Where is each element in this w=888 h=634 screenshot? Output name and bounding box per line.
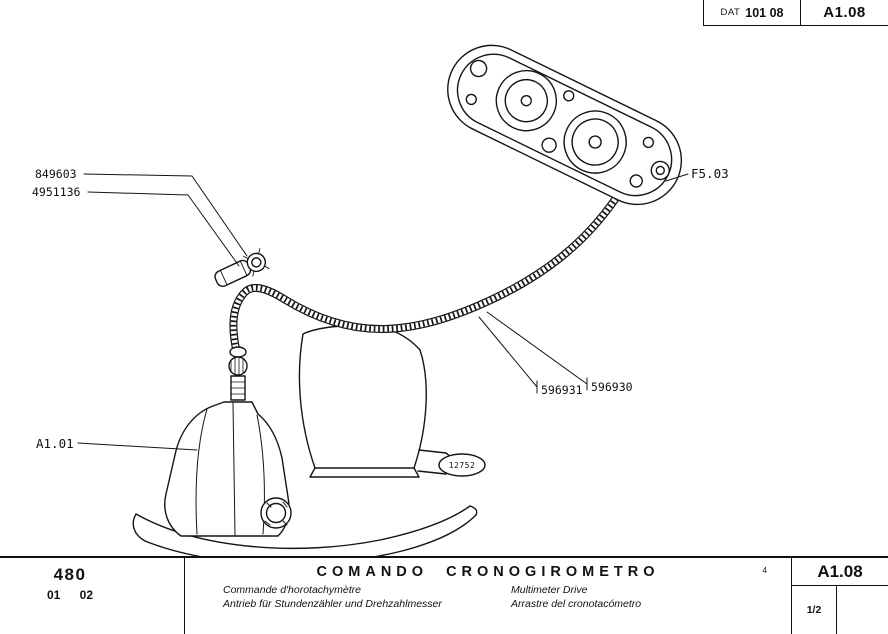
page-code-cell: A1.08 1/2 [791, 558, 888, 634]
title-french: Commande d'horotachymètre [223, 584, 361, 596]
instrument-panel [447, 44, 683, 206]
dat-value: 101 08 [745, 5, 784, 20]
part-badge [438, 453, 486, 477]
model-subcode: 01 02 [46, 588, 94, 602]
model-cell: 480 01 02 [0, 558, 185, 634]
drawing-title: COMANDO CRONOGIROMETRO [316, 564, 660, 580]
part-label-849603: 849603 [35, 167, 77, 181]
dat-cell: DAT 101 08 [704, 0, 801, 25]
footnote-number: 4 [762, 566, 767, 575]
title-block: 480 01 02 COMANDO CRONOGIROMETRO Command… [0, 556, 888, 634]
part-label-596931: 596931 [541, 383, 583, 397]
cable-connector [228, 346, 248, 401]
bell-housing [298, 324, 452, 478]
cable-clip-part [214, 248, 270, 287]
model-number: 480 [53, 565, 87, 584]
title-english: Multimeter Drive [511, 584, 588, 596]
diagram-labels: 849603 4951136 F5.03 596931 596930 A1.01… [32, 166, 729, 470]
title-translations: Commande d'horotachymètre Antrieb für St… [185, 584, 791, 611]
ref-label-f5-03: F5.03 [691, 166, 729, 181]
empty-cell [837, 586, 888, 634]
title-german: Antrieb für Stundenzähler und Drehzahlme… [223, 597, 442, 610]
part-label-596930: 596930 [591, 380, 633, 394]
part-label-4951136: 4951136 [32, 185, 81, 199]
gearbox-housing [164, 401, 292, 537]
title-cell: COMANDO CRONOGIROMETRO Commande d'horota… [185, 558, 791, 634]
header-box: DAT 101 08 A1.08 [703, 0, 888, 26]
ref-label-a1-01: A1.01 [36, 436, 74, 451]
badge-number: 12752 [449, 461, 476, 470]
title-spanish: Arrastre del cronotacómetro [511, 597, 642, 610]
drive-cable [229, 195, 620, 354]
sheet-number: 1/2 [792, 586, 837, 634]
dat-label: DAT [720, 7, 741, 18]
header-page-code: A1.08 [823, 4, 866, 21]
page-code: A1.08 [792, 558, 888, 586]
leader-lines [77, 173, 689, 451]
